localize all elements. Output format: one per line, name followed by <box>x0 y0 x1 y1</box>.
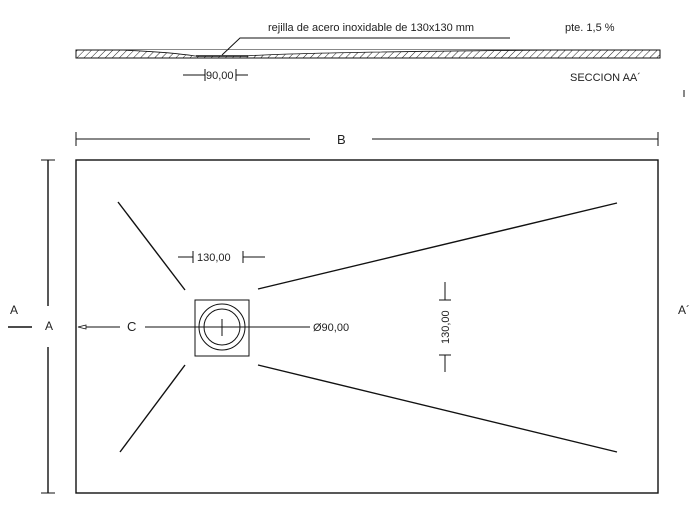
dimension-b: B <box>75 132 659 147</box>
slope-profile <box>119 49 561 57</box>
grate-width-label: 130,00 <box>197 252 231 264</box>
section-title: SECCION AA´ <box>570 72 641 84</box>
grate-label: rejilla de acero inoxidable de 130x130 m… <box>268 22 474 34</box>
dimension-a-label: A <box>45 319 53 333</box>
dimension-c: C <box>77 319 310 334</box>
section-view: rejilla de acero inoxidable de 130x130 m… <box>75 22 685 97</box>
drain-grate <box>194 299 250 357</box>
grate-height-label: 130,00 <box>440 310 452 344</box>
slope-line <box>257 364 618 453</box>
slope-line <box>117 201 186 291</box>
plan-view: B A A A´ C Ø90, <box>8 132 690 494</box>
drain-width-dimension: 90,00 <box>183 69 248 82</box>
grate-leader-line <box>221 37 510 56</box>
drain-inner-ring <box>203 308 241 346</box>
slope-line <box>119 364 186 453</box>
section-mark-right: A´ <box>678 303 690 317</box>
dimension-b-label: B <box>337 132 346 147</box>
tray-outline <box>75 159 659 494</box>
grate-width-dimension: 130,00 <box>178 251 265 264</box>
drain-outer-ring <box>198 303 246 351</box>
grate-height-dimension: 130,00 <box>439 282 452 372</box>
drain <box>194 299 250 357</box>
drain-diameter-label: Ø90,00 <box>313 322 349 334</box>
section-mark-left: A <box>10 303 18 317</box>
slope-label: pte. 1,5 % <box>565 22 615 34</box>
dimension-c-label: C <box>127 319 136 334</box>
slope-line <box>257 202 618 290</box>
dimension-a: A <box>41 159 55 494</box>
drain-width-label: 90,00 <box>206 70 234 82</box>
